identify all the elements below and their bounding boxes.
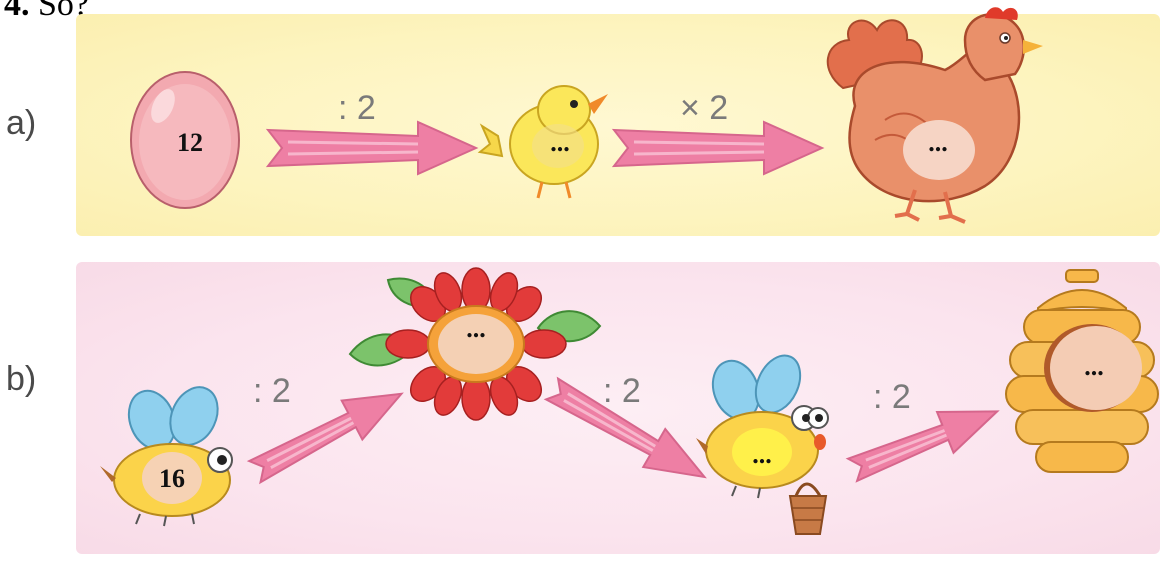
arrow-a2-icon — [614, 120, 824, 176]
op-a2-label: × 2 — [680, 89, 728, 128]
hen-icon — [815, 10, 1045, 226]
hen-value[interactable]: ... — [908, 128, 968, 158]
arrow-a1-icon — [268, 120, 478, 176]
bee-start-value[interactable]: 16 — [142, 464, 202, 494]
op-b2-label: : 2 — [603, 372, 641, 411]
op-a1-label: : 2 — [338, 89, 376, 128]
part-b-label: b) — [6, 360, 36, 399]
flower-value[interactable]: ... — [446, 314, 506, 344]
op-b3-label: : 2 — [873, 378, 911, 417]
exercise-number: 4. — [4, 0, 30, 23]
bee-start-icon — [100, 386, 250, 526]
op-b1-label: : 2 — [253, 372, 291, 411]
arrow-b3-icon — [846, 390, 1006, 486]
beehive-value[interactable]: ... — [1064, 352, 1124, 382]
part-a-label: a) — [6, 104, 36, 143]
bee-bucket-value[interactable]: ... — [732, 440, 792, 470]
chick-value[interactable]: ... — [530, 128, 590, 158]
egg-value[interactable]: 12 — [160, 128, 220, 158]
